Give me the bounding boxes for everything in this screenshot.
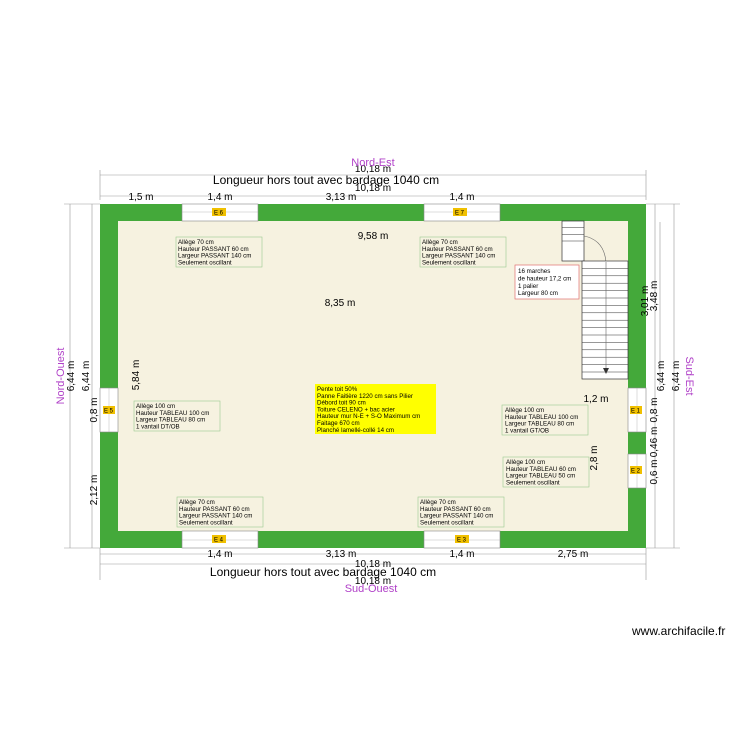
dim-top-seg-2: 1,4 m (207, 192, 232, 203)
note-top-left-line: Hauteur PASSANT 60 cm (178, 246, 249, 253)
note-roof-line: Pente toit 50% (317, 386, 358, 393)
dim-right-lower: 2,8 m (589, 445, 600, 470)
note-stairs-line: 1 palier (518, 283, 538, 290)
note-bottom-left-line: Hauteur PASSANT 60 cm (179, 506, 250, 513)
dim-left-outer-1: 6,44 m (66, 361, 77, 392)
tag-e1: E 1 (631, 409, 641, 415)
dim-right-gap: 0,46 m (649, 427, 660, 458)
note-bottom-left-line: Largeur PASSANT 140 cm (179, 513, 252, 520)
note-right-1-line: Allège 100 cm (505, 407, 544, 414)
note-left-line: 1 vantail DT/OB (136, 423, 180, 430)
tag-e5: E 5 (104, 409, 114, 415)
note-right-2-line: Seulement oscillant (506, 479, 560, 486)
note-bottom-right-line: Largeur PASSANT 140 cm (420, 513, 493, 520)
dim-right-stairs-1: 3,01 m (640, 286, 651, 317)
dim-left-window: 0,8 m (89, 397, 100, 422)
note-roof-line: Panne Faitière 1220 cm sans Pilier (317, 393, 413, 400)
note-bottom-right-line: Hauteur PASSANT 60 cm (420, 506, 491, 513)
dim-stairs-landing: 1,2 m (583, 394, 608, 405)
dim-right-window-2: 0,6 m (649, 459, 660, 484)
note-roof-line: Faitage 670 cm (317, 420, 360, 427)
tag-e6: E 6 (214, 211, 224, 217)
tag-e4: E 4 (214, 538, 224, 544)
tag-e6-bg (212, 208, 226, 216)
note-top-left-frame (175, 236, 263, 268)
dim-left-outer-2: 6,44 m (81, 361, 92, 392)
note-right-2-line: Allège 100 cm (506, 459, 545, 466)
dim-right-window-1: 0,8 m (649, 397, 660, 422)
note-roof-line: Hauteur mur N-E + S-O Maximum cm (317, 413, 420, 420)
dim-inner-height: 5,84 m (131, 360, 142, 391)
dim-bottom-seg-3: 1,4 m (449, 549, 474, 560)
note-bottom-left-frame (176, 496, 264, 528)
note-top-right-line: Hauteur PASSANT 60 cm (422, 246, 493, 253)
tag-e3: E 3 (457, 538, 467, 544)
website-credit: www.archifacile.fr (632, 624, 726, 638)
note-right-1-frame (501, 404, 589, 436)
note-roof-line: Toiture CELENO + bac acier (317, 406, 395, 413)
note-stairs-line: 16 marches (518, 268, 550, 275)
note-roof-line: Planché lamellé-collé 14 cm (317, 427, 394, 434)
dim-overall-top: 10,18 m (355, 164, 391, 175)
note-stairs-line: Largeur 80 cm (518, 290, 558, 297)
dim-inner-width: 9,58 m (358, 231, 389, 242)
note-right-1-line: 1 vantail GT/OB (505, 427, 549, 434)
dim-right-outer-2: 6,44 m (671, 361, 682, 392)
orientation-bottom: Sud-Ouest (345, 583, 398, 595)
dim-bottom-seg-2: 3,13 m (326, 549, 357, 560)
dim-bottom-seg-1: 1,4 m (207, 549, 232, 560)
note-right-1-line: Largeur TABLEAU 80 cm (505, 421, 574, 428)
dim-overall-bottom: 10,18 m (355, 559, 391, 570)
note-top-left-line: Seulement oscillant (178, 259, 232, 266)
note-top-right-line: Largeur PASSANT 140 cm (422, 253, 495, 260)
orientation-left: Nord-Ouest (55, 348, 67, 405)
dim-overall-top-2: 10,18 m (355, 183, 391, 194)
note-top-right-line: Allège 70 cm (422, 239, 458, 246)
note-left-line: Allège 100 cm (136, 403, 175, 410)
dim-right-stairs-2: 3,48 m (649, 281, 660, 312)
label-overall-top: Longueur hors tout avec bardage 1040 cm (213, 173, 439, 187)
note-right-2-frame (502, 456, 590, 488)
note-left-line: Largeur TABLEAU 80 cm (136, 417, 205, 424)
note-stairs-frame (514, 264, 580, 300)
note-bottom-right-frame (417, 496, 505, 528)
note-bottom-left-line: Seulement oscillant (179, 519, 233, 526)
dim-inner-width-2: 8,35 m (325, 298, 356, 309)
note-top-right-line: Seulement oscillant (422, 259, 476, 266)
note-top-left-line: Largeur PASSANT 140 cm (178, 253, 251, 260)
dim-left-bottom: 2,12 m (89, 475, 100, 506)
note-right-2-line: Hauteur TABLEAU 60 cm (506, 466, 576, 473)
orientation-top: Nord-Est (351, 157, 394, 169)
orientation-right: Sud-Est (683, 356, 695, 395)
note-bottom-right-line: Seulement oscillant (420, 519, 474, 526)
dim-overall-bottom-2: 10,18 m (355, 576, 391, 587)
note-right-2-line: Largeur TABLEAU 50 cm (506, 473, 575, 480)
note-top-left-line: Allège 70 cm (178, 239, 214, 246)
note-bottom-left-line: Allège 70 cm (179, 499, 215, 506)
dim-top-seg-1: 1,5 m (128, 192, 153, 203)
tag-e2: E 2 (631, 469, 641, 475)
dim-top-seg-4: 1,4 m (449, 192, 474, 203)
dim-right-outer-1: 6,44 m (656, 361, 667, 392)
tag-e7: E 7 (455, 211, 465, 217)
staircase (561, 220, 629, 380)
note-bottom-right-line: Allège 70 cm (420, 499, 456, 506)
note-right-1-line: Hauteur TABLEAU 100 cm (505, 414, 578, 421)
label-overall-bottom: Longueur hors tout avec bardage 1040 cm (210, 565, 436, 579)
note-top-right-frame (419, 236, 507, 268)
note-left-frame (133, 400, 221, 432)
dim-top-seg-3: 3,13 m (326, 192, 357, 203)
dim-bottom-seg-4: 2,75 m (558, 549, 589, 560)
note-roof-frame (315, 384, 436, 434)
note-left-line: Hauteur TABLEAU 100 cm (136, 410, 209, 417)
note-roof-line: Débord toit 90 cm (317, 400, 366, 407)
note-stairs-line: de hauteur 17,2 cm (518, 275, 571, 282)
